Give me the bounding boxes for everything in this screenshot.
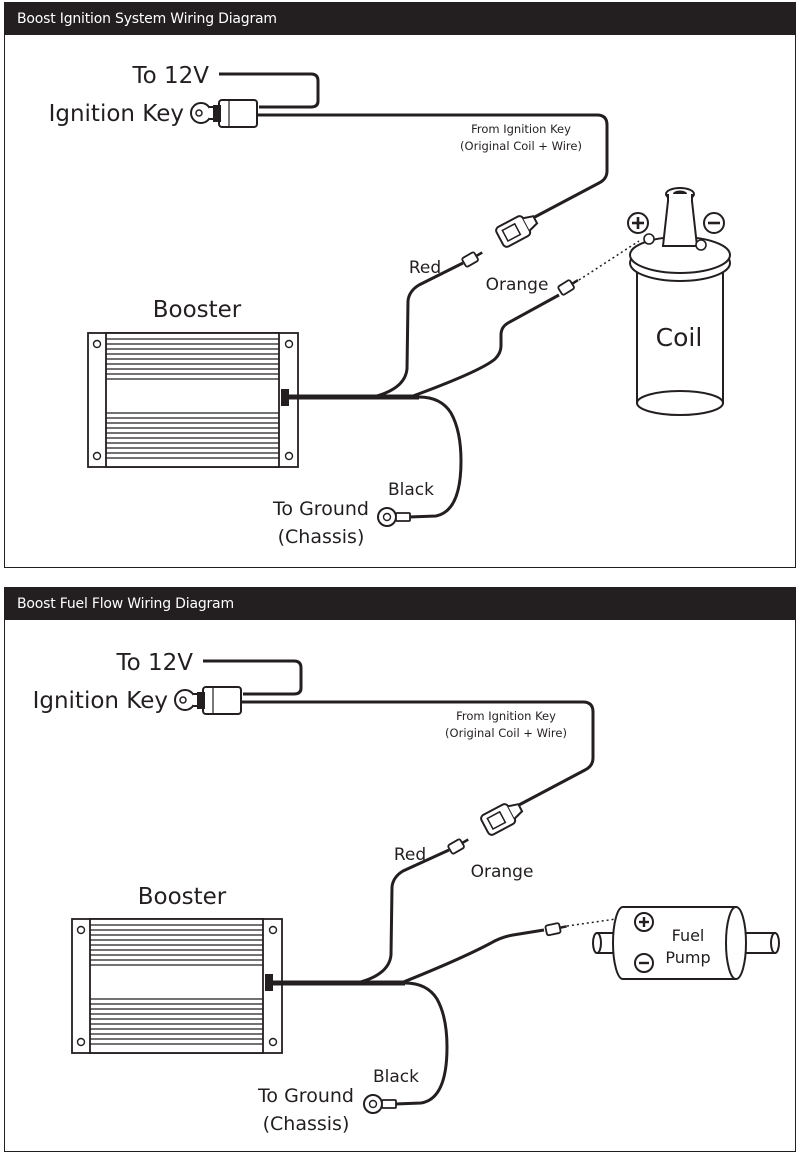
ignition-diagram-title: Boost Ignition System Wiring Diagram xyxy=(5,3,795,35)
ignition-key-label: Ignition Key xyxy=(33,688,168,714)
fuel-pump-label-line1: Fuel xyxy=(672,926,705,945)
red-label: Red xyxy=(394,845,426,865)
black-ground-wire xyxy=(408,395,463,519)
pump-minus-icon xyxy=(634,953,654,973)
from-ignition-label-line2: (Original Coil + Wire) xyxy=(445,726,567,740)
pump-plus-icon xyxy=(634,912,654,932)
red-wire-connector xyxy=(447,838,469,855)
female-connector xyxy=(480,803,524,836)
red-wire xyxy=(372,261,464,399)
to-ground-label: To Ground xyxy=(257,1085,354,1107)
coil-plus-icon xyxy=(627,212,649,234)
red-wire-connector xyxy=(461,251,483,268)
from-ignition-label-line1: From Ignition Key xyxy=(456,709,556,723)
to-12v-label: To 12V xyxy=(131,63,209,89)
fuel-pump-label-line2: Pump xyxy=(665,948,710,967)
red-wire xyxy=(356,848,450,985)
orange-wire-connector xyxy=(544,922,567,937)
ignition-feed-wire xyxy=(257,113,609,221)
ignition-coil xyxy=(629,187,731,416)
coil-label: Coil xyxy=(656,323,703,352)
black-ground-wire xyxy=(394,981,449,1106)
booster-module xyxy=(71,918,283,1054)
from-ignition-label-line2: (Original Coil + Wire) xyxy=(460,139,582,153)
ground-ring-terminal xyxy=(363,1094,397,1114)
fuel-pump-dotted-wire xyxy=(566,918,617,927)
ignition-feed-wire xyxy=(241,700,595,808)
to-12v-label: To 12V xyxy=(115,650,193,676)
ignition-switch xyxy=(190,99,258,128)
chassis-label: (Chassis) xyxy=(263,1113,350,1135)
coil-dotted-wire xyxy=(578,240,640,281)
12v-wire xyxy=(219,72,320,109)
booster-module xyxy=(87,332,299,468)
ignition-key-label: Ignition Key xyxy=(49,101,184,127)
ignition-switch xyxy=(174,686,242,715)
black-label: Black xyxy=(388,480,434,500)
orange-wire xyxy=(400,928,545,985)
orange-wire xyxy=(412,293,560,398)
booster-label: Booster xyxy=(153,297,242,323)
fuel-flow-diagram-title: Boost Fuel Flow Wiring Diagram xyxy=(5,588,795,620)
orange-wire-connector xyxy=(557,279,579,296)
orange-label: Orange xyxy=(486,275,549,295)
ground-ring-terminal xyxy=(377,507,411,527)
ignition-diagram-svg: To 12V Ignition Key From Ignition Key (O… xyxy=(49,63,731,548)
orange-label: Orange xyxy=(471,862,534,882)
red-label: Red xyxy=(409,258,441,278)
fuel-flow-diagram-svg: To 12V Ignition Key From Ignition Key (O… xyxy=(33,650,780,1135)
chassis-label: (Chassis) xyxy=(278,526,365,548)
ignition-diagram-panel: Boost Ignition System Wiring Diagram xyxy=(4,2,796,568)
coil-minus-icon xyxy=(703,212,725,234)
black-label: Black xyxy=(373,1067,419,1087)
12v-wire xyxy=(203,659,303,696)
from-ignition-label-line1: From Ignition Key xyxy=(471,122,571,136)
fuel-flow-diagram-panel: Boost Fuel Flow Wiring Diagram xyxy=(4,587,796,1152)
female-connector xyxy=(495,215,539,248)
to-ground-label: To Ground xyxy=(272,498,369,520)
booster-label: Booster xyxy=(138,884,227,910)
